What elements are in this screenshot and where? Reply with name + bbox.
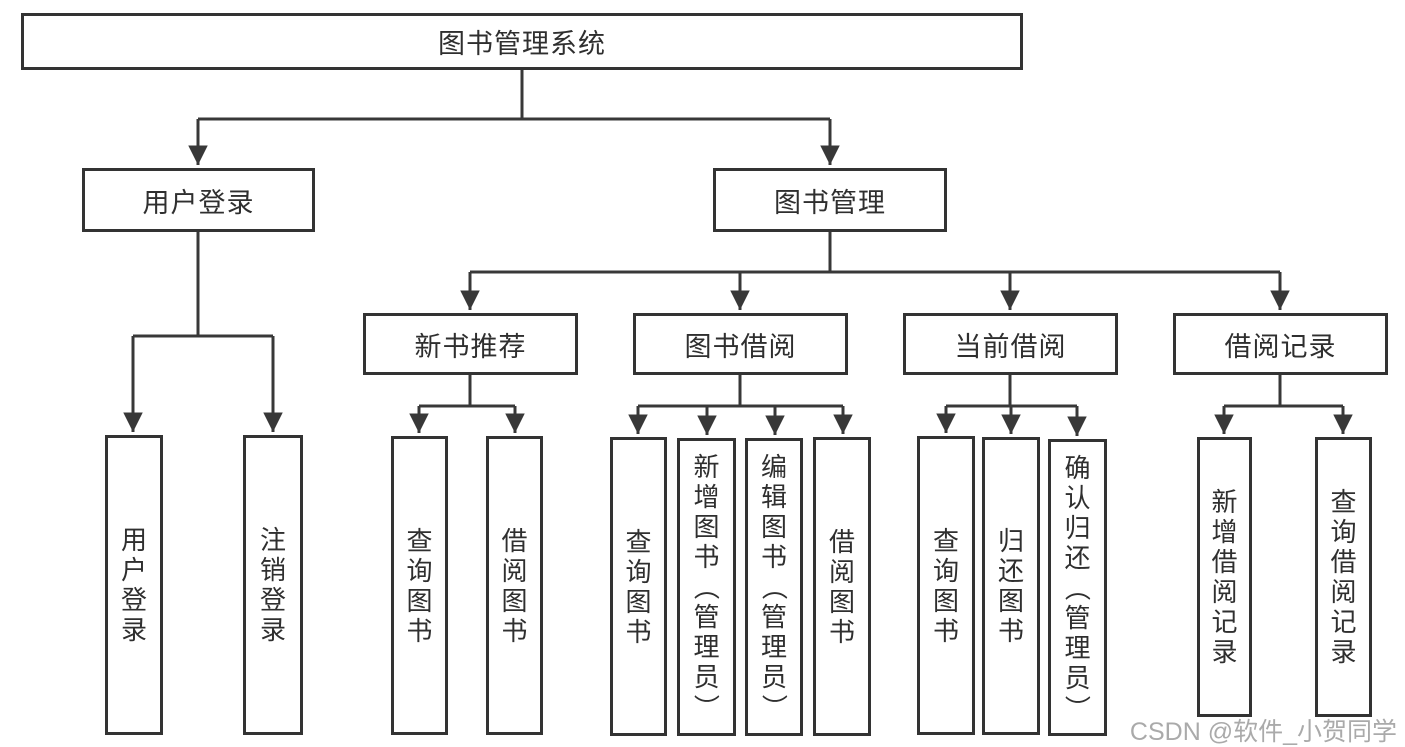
vertical-char: 还 (997, 556, 1024, 586)
node-newbook-query: 查询图书 (391, 436, 448, 735)
vertical-char: 管 (693, 602, 720, 632)
node-records-add: 新增借阅记录 (1197, 437, 1252, 717)
vertical-char: 图 (760, 512, 787, 542)
node-new-book-recommend: 新书推荐 (363, 313, 578, 375)
vertical-char: 查 (932, 525, 959, 556)
vertical-char: 书 (693, 542, 720, 572)
vertical-char: ） (1062, 694, 1093, 721)
vertical-char: 查 (625, 526, 652, 557)
vertical-char: 图 (828, 586, 855, 617)
vertical-char: 查 (406, 525, 433, 556)
vertical-char: 员 (693, 662, 720, 692)
node-logout-action: 注销登录 (243, 435, 303, 735)
vertical-char: 员 (760, 662, 787, 692)
vertical-char: 书 (997, 616, 1024, 646)
vertical-char: 图 (625, 586, 652, 617)
node-borrow-records: 借阅记录 (1173, 313, 1388, 375)
vertical-char: 编 (760, 452, 787, 482)
vertical-char: 理 (1064, 632, 1091, 663)
vertical-char: 录 (1211, 637, 1238, 667)
vertical-char: 书 (760, 542, 787, 572)
node-book-management: 图书管理 (713, 168, 947, 232)
vertical-char: 归 (1064, 512, 1091, 543)
vertical-char: 登 (259, 585, 286, 615)
vertical-char: 录 (1330, 637, 1357, 667)
vertical-char: 借 (828, 526, 855, 557)
node-login-action: 用户登录 (105, 435, 163, 735)
vertical-char: 书 (625, 616, 652, 647)
vertical-char: 增 (1211, 517, 1238, 547)
vertical-char: 户 (120, 555, 147, 585)
vertical-char: 询 (932, 555, 959, 586)
vertical-char: 询 (625, 556, 652, 587)
node-borrow-edit-admin: 编辑图书（管理员） (745, 438, 803, 736)
node-current-query: 查询图书 (917, 436, 975, 735)
vertical-char: 图 (997, 586, 1024, 616)
vertical-char: 图 (406, 585, 433, 616)
vertical-char: 录 (120, 615, 147, 645)
vertical-char: 记 (1211, 607, 1238, 637)
node-records-query: 查询借阅记录 (1315, 437, 1372, 717)
vertical-char: （ (691, 573, 722, 601)
vertical-char: 借 (1211, 547, 1238, 577)
vertical-char: 新 (693, 452, 720, 482)
csdn-watermark: CSDN @软件_小贺同学 (1129, 718, 1397, 746)
vertical-char: 阅 (1330, 577, 1357, 607)
vertical-char: 书 (406, 615, 433, 646)
node-current-borrow: 当前借阅 (903, 313, 1118, 375)
vertical-char: 确 (1064, 452, 1091, 483)
node-book-borrow: 图书借阅 (633, 313, 848, 375)
node-borrow-add-admin: 新增图书（管理员） (677, 438, 736, 736)
vertical-char: 认 (1064, 482, 1091, 513)
vertical-char: 理 (760, 632, 787, 662)
vertical-char: ） (691, 693, 722, 721)
vertical-char: （ (1062, 574, 1093, 601)
vertical-char: 管 (1064, 602, 1091, 633)
vertical-char: ） (758, 693, 789, 721)
vertical-char: 查 (1330, 487, 1357, 517)
vertical-char: 询 (1330, 517, 1357, 547)
vertical-char: 借 (501, 525, 528, 556)
vertical-char: 管 (760, 602, 787, 632)
vertical-char: 询 (406, 555, 433, 586)
vertical-char: 阅 (501, 555, 528, 586)
vertical-char: 图 (501, 585, 528, 616)
node-borrow-borrow: 借阅图书 (813, 437, 871, 736)
vertical-char: 书 (828, 616, 855, 647)
vertical-char: 理 (693, 632, 720, 662)
node-newbook-borrow: 借阅图书 (486, 436, 543, 735)
vertical-char: 还 (1064, 542, 1091, 573)
vertical-char: 借 (1330, 547, 1357, 577)
vertical-char: 登 (120, 585, 147, 615)
vertical-char: 销 (259, 555, 286, 585)
vertical-char: 阅 (828, 556, 855, 587)
node-root: 图书管理系统 (21, 13, 1023, 70)
vertical-char: 图 (932, 585, 959, 616)
vertical-char: 图 (693, 512, 720, 542)
node-user-login: 用户登录 (82, 168, 315, 232)
vertical-char: 记 (1330, 607, 1357, 637)
vertical-char: 新 (1211, 487, 1238, 517)
vertical-char: 员 (1064, 662, 1091, 693)
vertical-char: 书 (501, 615, 528, 646)
vertical-char: 归 (997, 526, 1024, 556)
vertical-char: 辑 (760, 482, 787, 512)
node-current-confirm-admin: 确认归还（管理员） (1048, 439, 1107, 736)
vertical-char: 增 (693, 482, 720, 512)
vertical-char: 注 (259, 525, 286, 555)
node-current-return: 归还图书 (982, 437, 1040, 735)
vertical-char: 录 (259, 615, 286, 645)
vertical-char: 用 (120, 525, 147, 555)
vertical-char: （ (758, 573, 789, 601)
vertical-char: 书 (932, 615, 959, 646)
vertical-char: 阅 (1211, 577, 1238, 607)
node-borrow-query: 查询图书 (610, 437, 667, 736)
